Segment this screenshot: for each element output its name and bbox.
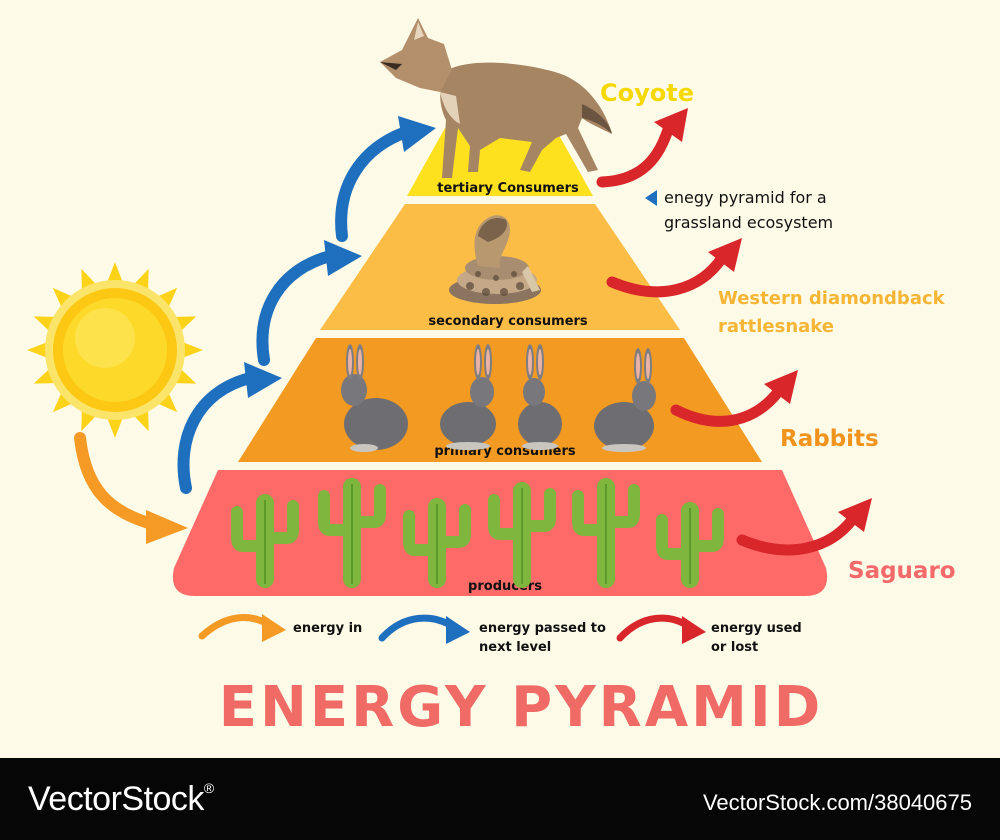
tier-label-tertiary: tertiary Consumers (437, 181, 579, 196)
watermark-bar: VectorStock® VectorStock.com/38040675 (0, 758, 1000, 840)
rabbit-icon (518, 344, 562, 450)
legend-energy-passed-line2: next level (479, 640, 551, 655)
organism-rattlesnake-line1: Western diamondback (718, 288, 946, 309)
sun-icon (27, 262, 203, 438)
note-pointer-icon (645, 190, 657, 206)
saguaro-icon (572, 478, 640, 588)
saguaro-icon (403, 498, 471, 588)
legend-energy-in: energy in (293, 621, 362, 636)
rattlesnake-icon (449, 215, 541, 304)
note-line1: enegy pyramid for a (664, 188, 827, 207)
energy-lost-arrows (596, 108, 872, 556)
saguaro-icons (231, 478, 724, 588)
legend-energy-passed-arrow-icon (378, 614, 470, 644)
energy-in-arrow (74, 432, 188, 544)
rabbit-icons (341, 344, 656, 452)
rabbit-icon (341, 344, 408, 452)
tier-label-secondary: secondary consumers (428, 314, 588, 329)
saguaro-icon (318, 478, 386, 588)
coyote-icon (380, 18, 612, 178)
rabbit-icon (440, 344, 496, 450)
watermark-url: VectorStock.com/38040675 (702, 790, 972, 815)
saguaro-icon (488, 482, 556, 588)
legend: energy in energy passed to next level en… (198, 614, 802, 655)
organism-rabbits: Rabbits (780, 426, 879, 452)
organism-coyote: Coyote (600, 79, 694, 107)
tier-label-producers: producers (468, 579, 542, 594)
page-title: ENERGY PYRAMID (219, 675, 823, 740)
organism-saguaro: Saguaro (848, 558, 956, 584)
energy-passed-arrows (177, 116, 436, 494)
saguaro-icon (231, 494, 299, 588)
saguaro-icon (656, 502, 724, 588)
legend-energy-in-arrow-icon (198, 614, 286, 642)
watermark-brand: VectorStock® (28, 780, 214, 818)
legend-energy-passed-line1: energy passed to (479, 621, 606, 636)
organism-rattlesnake-line2: rattlesnake (718, 316, 834, 337)
legend-energy-used-line2: or lost (711, 640, 758, 655)
rabbit-icon (594, 348, 656, 452)
legend-energy-used-line1: energy used (711, 621, 802, 636)
note-line2: grassland ecosystem (664, 213, 833, 232)
legend-energy-lost-arrow-icon (616, 614, 706, 644)
